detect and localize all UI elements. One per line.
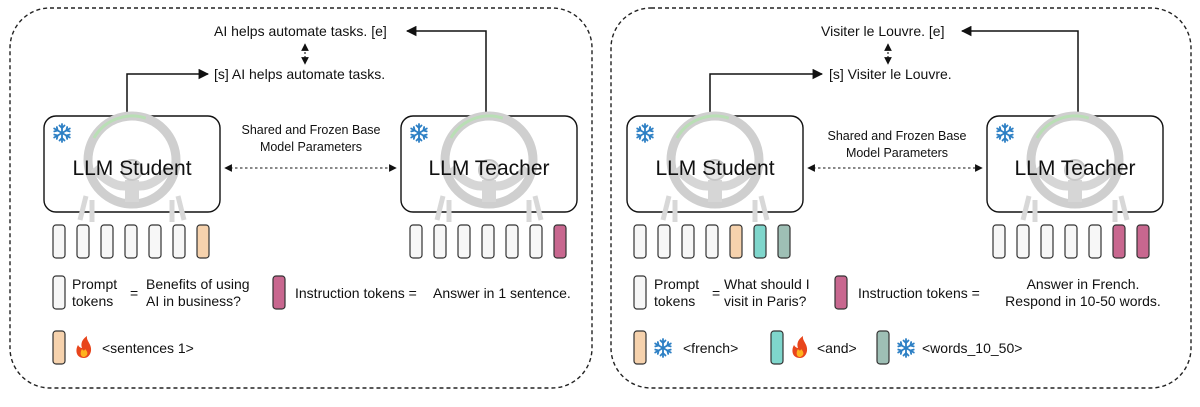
token — [992, 224, 1006, 259]
token — [1088, 224, 1102, 259]
right-prompt-equals: = — [712, 285, 720, 301]
token — [52, 224, 66, 259]
token-orange — [196, 224, 210, 259]
token — [100, 224, 114, 259]
token-teal — [753, 224, 767, 259]
right-teacher-arrow — [960, 25, 1079, 116]
right-shared-line1: Shared and Frozen Base — [828, 129, 967, 143]
left-prompt-equals: = — [130, 285, 138, 301]
right-student-label: LLM Student — [655, 157, 774, 180]
legend-token-swatch-teal — [770, 330, 784, 365]
right-student-tokens — [633, 224, 791, 259]
right-prompt-value-2: visit in Paris? — [724, 293, 807, 309]
right-shared-line2: Model Parameters — [846, 146, 948, 160]
right-prompt-label-2: tokens — [654, 293, 695, 309]
left-output-mid: [s] AI helps automate tasks. — [214, 66, 385, 82]
left-shared-line2: Model Parameters — [260, 140, 362, 154]
token — [148, 224, 162, 259]
left-teacher-tokens — [409, 224, 567, 259]
token — [681, 224, 695, 259]
right-output-mid: [s] Visiter le Louvre. — [829, 66, 952, 82]
right-panel-border — [610, 7, 1192, 389]
right-panel: Visiter le Louvre. [e] [s] Visiter le Lo… — [610, 7, 1192, 389]
right-instruction-value-2: Respond in 10-50 words. — [1005, 293, 1161, 309]
left-instruction-value: Answer in 1 sentence. — [433, 285, 571, 301]
left-teacher-arrow — [405, 25, 487, 116]
left-prompt-label-1: Prompt — [72, 276, 117, 292]
right-instruction-label: Instruction tokens = — [858, 285, 980, 301]
token — [409, 224, 423, 259]
right-output-top: Visiter le Louvre. [e] — [821, 23, 944, 39]
token-pink — [553, 224, 567, 259]
prompt-token-swatch — [52, 275, 66, 310]
token — [481, 224, 495, 259]
left-prompt-label-2: tokens — [72, 293, 113, 309]
token-sage — [777, 224, 791, 259]
right-prompt-value-1: What should I — [724, 276, 810, 292]
left-prompt-value-2: AI in business? — [146, 293, 241, 309]
legend-token-swatch — [52, 330, 66, 365]
token — [1040, 224, 1054, 259]
left-instruction-label: Instruction tokens = — [295, 285, 417, 301]
flame-icon — [76, 336, 92, 358]
token — [433, 224, 447, 259]
snowflake-icon — [897, 338, 915, 358]
token-pink — [1112, 224, 1126, 259]
right-legend-tag-3: <words_10_50> — [922, 340, 1022, 356]
left-student-arrow — [126, 68, 210, 116]
left-shared-line1: Shared and Frozen Base — [242, 123, 381, 137]
right-student-arrow — [709, 68, 824, 116]
left-teacher-label: LLM Teacher — [428, 157, 549, 180]
token-pink — [1136, 224, 1150, 259]
token-orange — [729, 224, 743, 259]
token — [76, 224, 90, 259]
token — [124, 224, 138, 259]
prompt-token-swatch — [633, 275, 647, 310]
token — [505, 224, 519, 259]
right-instruction-value-1: Answer in French. — [1027, 276, 1140, 292]
right-legend-tag-1: <french> — [683, 340, 738, 356]
instruction-token-swatch — [834, 275, 848, 310]
token — [1064, 224, 1078, 259]
left-output-top: AI helps automate tasks. [e] — [214, 23, 387, 39]
instruction-token-swatch — [272, 275, 286, 310]
token — [172, 224, 186, 259]
token — [457, 224, 471, 259]
left-student-tokens — [52, 224, 210, 259]
snowflake-icon — [654, 338, 672, 358]
token — [633, 224, 647, 259]
token — [705, 224, 719, 259]
left-panel: AI helps automate tasks. [e] [s] AI help… — [9, 7, 593, 389]
right-teacher-tokens — [992, 224, 1150, 259]
token — [657, 224, 671, 259]
left-prompt-value-1: Benefits of using — [146, 276, 250, 292]
left-student-label: LLM Student — [72, 157, 191, 180]
legend-token-swatch-sage — [876, 330, 890, 365]
left-legend-tag: <sentences 1> — [102, 340, 194, 356]
right-prompt-label-1: Prompt — [654, 276, 699, 292]
legend-token-swatch-orange — [633, 330, 647, 365]
flame-icon — [792, 336, 808, 358]
token — [1016, 224, 1030, 259]
left-panel-border — [9, 7, 593, 389]
right-legend-tag-2: <and> — [817, 340, 857, 356]
right-teacher-label: LLM Teacher — [1014, 157, 1135, 180]
token — [529, 224, 543, 259]
